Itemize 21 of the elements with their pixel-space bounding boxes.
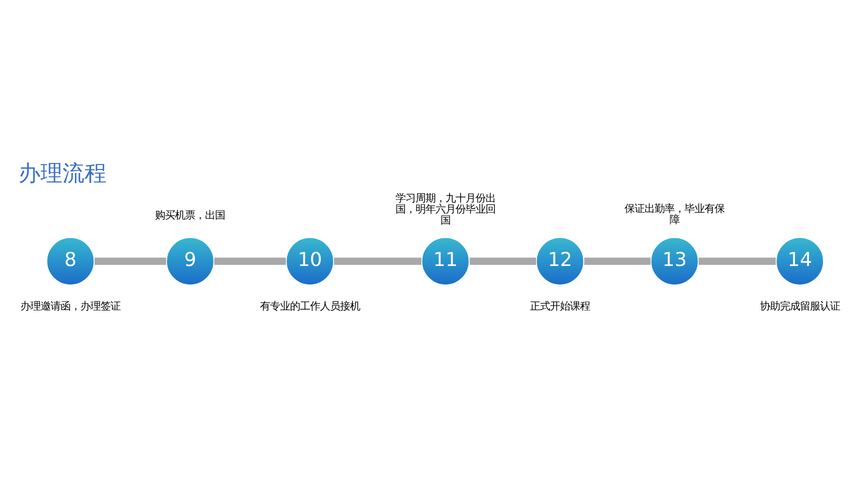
connector (334, 257, 422, 264)
node-label: 办理邀请函，办理签证 (20, 300, 120, 312)
node-circle: 10 (285, 236, 335, 286)
node-label: 保证出勤率，毕业有保障 (624, 202, 725, 226)
node-circle: 9 (166, 236, 215, 286)
node-circle: 14 (775, 236, 825, 286)
connector (470, 257, 536, 264)
diagram-title: 办理流程 (18, 160, 106, 186)
connector (698, 257, 776, 264)
node-circle: 12 (535, 236, 585, 286)
node-circle: 11 (420, 236, 470, 286)
connector (584, 257, 651, 264)
node-circle: 8 (46, 236, 96, 286)
connector (94, 257, 166, 264)
node-label: 购买机票，出国 (155, 208, 226, 221)
node-label: 学习周期，九十月份出国，明年六月份毕业回国 (395, 192, 496, 226)
node-circle: 13 (650, 236, 700, 286)
node-label: 正式开始课程 (530, 300, 590, 312)
node-label: 有专业的工作人员接机 (260, 300, 360, 312)
node-label: 协助完成留服认证 (760, 300, 840, 312)
connector (214, 257, 286, 264)
